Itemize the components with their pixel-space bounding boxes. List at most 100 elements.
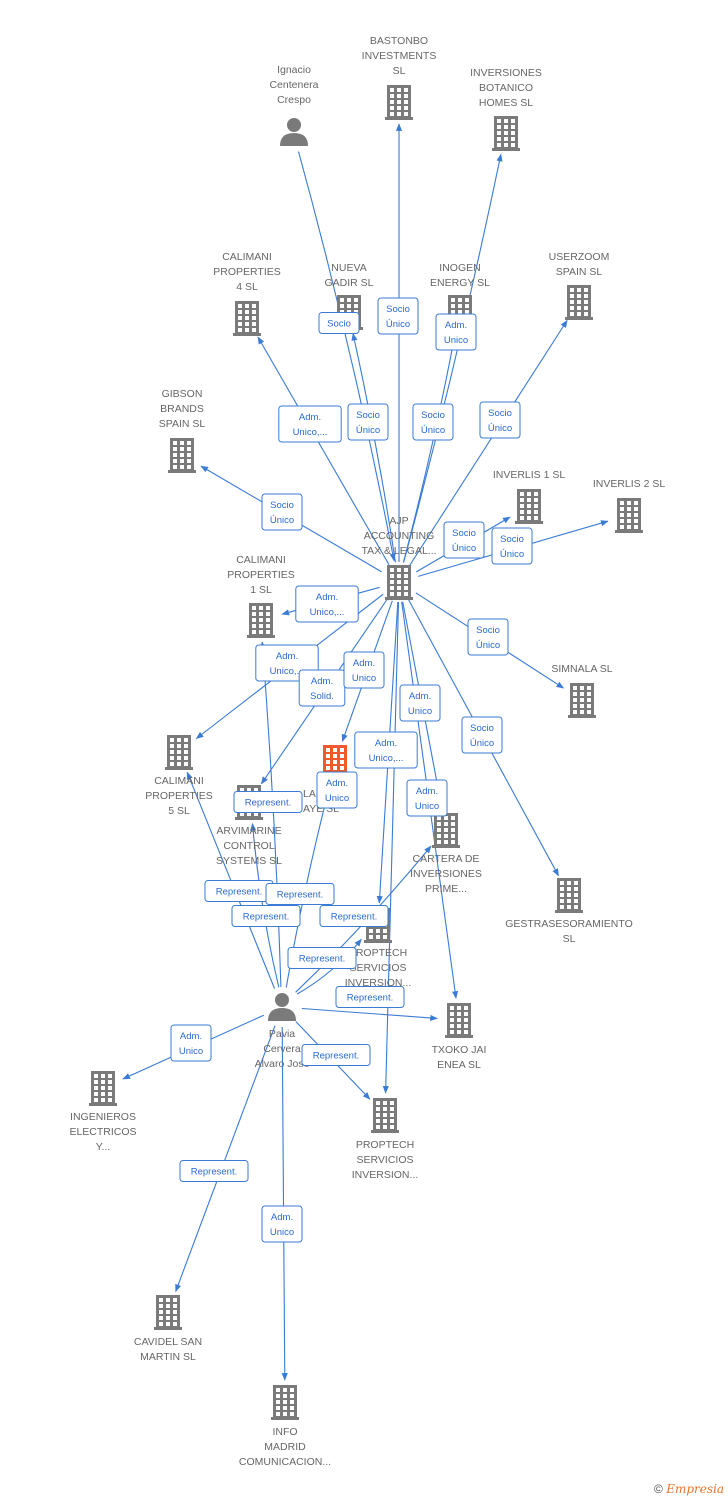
node-label: GADIR SL xyxy=(324,277,373,289)
edge-label-pavia-to-calimani5[interactable]: Represent. xyxy=(231,905,301,927)
edge-label-pavia-to-arvimarine[interactable]: Represent. xyxy=(233,791,303,813)
building-icon[interactable] xyxy=(168,438,196,473)
building-icon[interactable] xyxy=(515,489,543,524)
node-label: INGENIEROS xyxy=(70,1111,136,1123)
edge-label-text: Único xyxy=(386,319,410,330)
node-txoko[interactable]: TXOKO JAI ENEA SL xyxy=(432,1003,487,1071)
node-proptech2[interactable]: PROPTECHSERVICIOSINVERSION... xyxy=(352,1098,419,1181)
node-label: SL xyxy=(393,65,406,77)
building-icon[interactable] xyxy=(154,1295,182,1330)
node-infomadrid[interactable]: INFOMADRIDCOMUNICACION... xyxy=(239,1385,331,1468)
node-simnala[interactable]: SIMNALA SL xyxy=(551,663,613,718)
node-label: Y... xyxy=(96,1141,110,1153)
edge-label-ajp-to-calimani4[interactable]: Adm.Unico,... xyxy=(278,405,342,443)
edge-label-pavia-to-proptech1[interactable]: Represent. xyxy=(287,947,357,969)
edge-label-text: Adm. xyxy=(316,592,338,603)
person-icon[interactable] xyxy=(280,118,308,146)
building-icon[interactable] xyxy=(89,1071,117,1106)
edge-label-pavia-to-lacasa[interactable]: Represent. xyxy=(265,883,335,905)
edge-label-text: Adm. xyxy=(353,658,375,669)
node-label: Crespo xyxy=(277,94,311,106)
edge-label-pavia-to-proptech2[interactable]: Represent. xyxy=(301,1044,371,1066)
building-icon[interactable] xyxy=(385,565,413,600)
building-icon[interactable] xyxy=(271,1385,299,1420)
building-icon[interactable] xyxy=(432,813,460,848)
building-icon[interactable] xyxy=(568,683,596,718)
node-label: INOGEN xyxy=(439,262,480,274)
edge-label-text: Unico xyxy=(415,801,439,812)
building-icon[interactable] xyxy=(371,1098,399,1133)
edge-label-text: Represent. xyxy=(277,890,323,901)
building-icon[interactable] xyxy=(565,285,593,320)
building-icon[interactable] xyxy=(233,301,261,336)
building-icon[interactable] xyxy=(615,498,643,533)
edge-label-text: Socio xyxy=(476,625,500,636)
edge-label-pavia-to-cartera[interactable]: Represent. xyxy=(319,905,389,927)
node-label: INVERSIONES xyxy=(470,67,542,79)
edge-label-pavia-to-txoko[interactable]: Represent. xyxy=(335,986,405,1008)
building-icon[interactable] xyxy=(445,1003,473,1038)
edge-label-text: Adm. xyxy=(409,691,431,702)
node-label: SERVICIOS xyxy=(350,962,407,974)
node-inverlis2[interactable]: INVERLIS 2 SL xyxy=(593,478,666,533)
building-icon[interactable] xyxy=(247,603,275,638)
node-label: CARTERA DE xyxy=(413,853,480,865)
building-icon[interactable] xyxy=(165,735,193,770)
brand-name[interactable]: Empresia xyxy=(666,1482,724,1496)
edge-label-text: Adm. xyxy=(326,778,348,789)
node-label: HOMES SL xyxy=(479,97,533,109)
edge-label-pavia-to-infomadrid[interactable]: Adm.Unico xyxy=(261,1205,303,1243)
edge-label-text: Unico xyxy=(179,1046,203,1057)
edge-label-ajp-to-cartera[interactable]: Adm.Unico xyxy=(399,684,441,722)
edge-label-text: Socio xyxy=(327,319,351,330)
edge-label-ignacio-to-ajp[interactable]: Socio xyxy=(318,312,360,334)
node-label: TXOKO JAI xyxy=(432,1044,487,1056)
edge-label-ajp-to-botanico[interactable]: Adm.Unico xyxy=(435,313,477,351)
node-label: SIMNALA SL xyxy=(551,663,612,675)
edge-label-ajp-to-arvimarine[interactable]: Adm.Solid. xyxy=(298,669,346,707)
edge-label-text: Adm. xyxy=(180,1031,202,1042)
building-icon[interactable] xyxy=(385,85,413,120)
person-icon[interactable] xyxy=(268,993,296,1021)
node-label: INVERSION... xyxy=(352,1169,419,1181)
edge-label-ajp-to-lacasa[interactable]: Adm.Unico xyxy=(343,651,385,689)
node-inverlis1[interactable]: INVERLIS 1 SL xyxy=(493,469,566,524)
edge-label-pavia-to-calimani1[interactable]: Represent. xyxy=(204,880,274,902)
edge-ajp-to-inogen xyxy=(402,332,457,563)
edge-label-text: Único xyxy=(452,543,476,554)
node-label: ENEA SL xyxy=(437,1059,481,1071)
edge-label-pavia-to-ingenieros[interactable]: Adm. Unico xyxy=(170,1024,212,1062)
edge-label-ajp-to-proptech1[interactable]: Adm.Unico,... xyxy=(354,731,418,769)
edge-label-ajp-to-txoko[interactable]: Adm.Unico xyxy=(406,779,448,817)
building-icon[interactable] xyxy=(555,878,583,913)
edge-label-text: Represent. xyxy=(313,1051,359,1062)
edge-label-pavia-to-cavidel[interactable]: Represent. xyxy=(179,1160,249,1182)
building-icon[interactable] xyxy=(492,116,520,151)
node-cartera[interactable]: CARTERA DEINVERSIONESPRIME... xyxy=(410,813,482,895)
node-ingenieros[interactable]: INGENIEROSELECTRICOSY... xyxy=(69,1071,137,1153)
edge-label-ajp-to-calimani1[interactable]: Adm.Unico,... xyxy=(295,585,359,623)
edge-label-ajp-to-proptech2[interactable]: Adm.Unico xyxy=(316,771,358,809)
